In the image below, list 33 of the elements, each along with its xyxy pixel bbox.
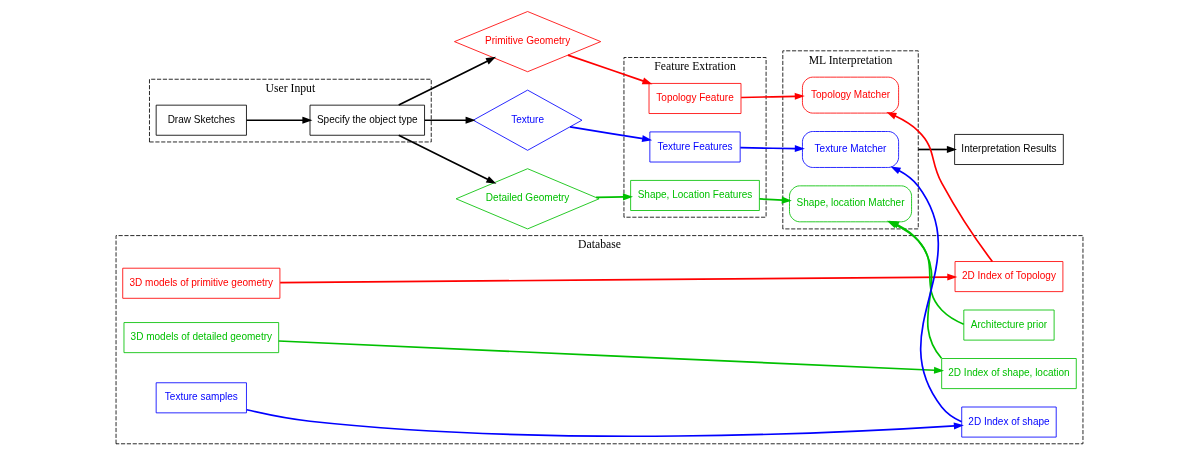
arrow [277,340,945,374]
node-box: Draw Sketches [155,104,247,136]
node-diamond: Detailed Geometry [455,168,600,230]
node-box: 2D Index of Topology [954,261,1064,293]
arrow [739,145,805,153]
arrow [245,408,964,438]
arrow [595,193,633,201]
node-box: 3D models of primitive geometry [122,267,281,299]
arrow [423,116,476,124]
node-box: Texture samples [155,382,247,414]
node-box: Topology Matcher [802,76,899,114]
node-box: Shape, location Matcher [789,185,912,223]
node-box: 2D Index of shape [961,406,1057,438]
node-box: Topology Feature [648,83,742,114]
node-box: Texture Matcher [802,131,899,168]
node-box: 2D Index of shape, location [941,358,1077,390]
node-diamond: Texture [472,89,583,151]
node-box: Architecture prior [963,309,1055,341]
arrow [917,145,957,153]
node-box: 3D models of detailed geometry [123,322,280,354]
arrow [279,273,958,284]
arrow [569,126,653,143]
arrow [740,92,805,100]
node-diamond: Primitive Geometry [454,11,602,73]
arrow [567,54,653,85]
arrow [397,56,497,106]
node-box: Specify the object type [309,104,425,136]
arrow [397,134,497,184]
node-box: Interpretation Results [954,134,1064,165]
arrow [245,116,313,124]
node-box: Texture Features [649,131,741,163]
arrow [758,196,792,204]
node-box: Shape, Location Features [630,180,760,211]
